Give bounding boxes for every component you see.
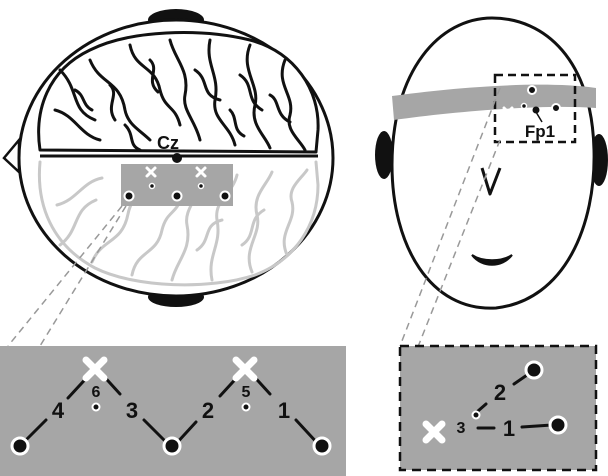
guide-line — [399, 87, 501, 347]
fp1-pointer — [535, 111, 543, 123]
channel-label: 3 — [457, 420, 466, 437]
detector-marker — [162, 436, 182, 456]
channel-label: 4 — [52, 398, 65, 423]
left-inset: 4 6 3 2 5 1 — [0, 346, 346, 476]
short-channel-marker — [148, 182, 156, 190]
guide-line — [39, 205, 127, 347]
detector-marker — [551, 103, 561, 113]
right-inset: 2 3 1 — [398, 344, 598, 472]
source-marker — [195, 166, 207, 178]
detector-marker — [527, 85, 537, 95]
short-channel-marker — [241, 402, 251, 412]
short-channel-marker — [197, 182, 205, 190]
channel-label: 3 — [126, 398, 138, 423]
fp1-electrode — [532, 106, 540, 114]
channel-label: 6 — [92, 384, 101, 401]
cz-label: Cz — [157, 133, 179, 153]
guide-line — [407, 139, 501, 373]
guide-line — [7, 205, 123, 347]
mouth-shape — [471, 254, 513, 266]
short-channel-marker — [520, 102, 528, 110]
brain-lower-hemisphere — [37, 160, 320, 287]
source-marker — [232, 356, 258, 382]
detector-marker — [219, 190, 231, 202]
channel-label: 1 — [278, 398, 290, 423]
channel-label: 5 — [242, 384, 251, 401]
detector-marker — [524, 360, 544, 380]
right-inset-background — [398, 344, 598, 472]
channel-line — [476, 402, 488, 413]
top-patch-optodes — [123, 166, 231, 202]
detector-marker — [548, 415, 568, 435]
source-marker — [502, 106, 514, 118]
left-ear-shape — [375, 131, 393, 179]
channel-line — [520, 423, 554, 429]
source-marker — [422, 420, 446, 444]
top-view-head: Cz — [2, 9, 335, 307]
brain-upper-hemisphere — [37, 31, 320, 154]
short-channel-marker — [91, 402, 101, 412]
front-band-optodes — [502, 85, 561, 123]
channel-label: 2 — [202, 398, 214, 423]
cz-electrode — [172, 153, 182, 163]
source-marker — [82, 356, 108, 382]
detector-marker — [312, 436, 332, 456]
detector-marker — [10, 436, 30, 456]
source-marker — [145, 166, 157, 178]
channel-label: 2 — [494, 380, 506, 405]
front-selection-box — [493, 73, 577, 144]
detector-marker — [123, 190, 135, 202]
nose-shape — [2, 136, 21, 175]
channel-label: 1 — [503, 416, 515, 441]
fp1-label: Fp1 — [525, 122, 555, 141]
short-channel-marker — [471, 410, 481, 420]
detector-marker — [171, 190, 183, 202]
